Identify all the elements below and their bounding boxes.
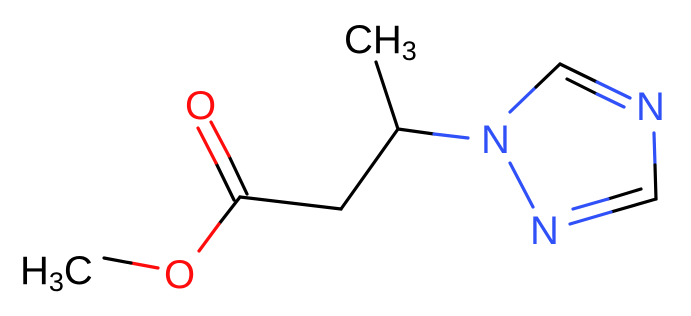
bond-c5-n4-n	[595, 80, 632, 100]
atom-label-ch3-top: CH3	[344, 18, 417, 66]
atom-label-h3c: H3C	[20, 249, 93, 297]
atom-label-o-ester: O	[164, 253, 195, 297]
atom-label-n2: N	[530, 209, 559, 253]
bond-c3-n2-inner-c	[606, 187, 643, 201]
bond-carbonyl-double-b-o	[196, 126, 218, 165]
atom-labels: CH3 O O H3C N N N	[20, 18, 665, 297]
bond-ester-o-methyl-c	[102, 256, 133, 265]
bond-c3-n2-c	[609, 197, 658, 214]
bond-methine-n1-c	[396, 127, 436, 136]
bond-methine-ch2	[339, 127, 400, 211]
bond-c3-n2-n	[568, 210, 613, 226]
atom-label-n1: N	[481, 118, 510, 162]
bond-n1-c5-c	[534, 62, 562, 89]
bond-carbonyl-ester-o-c	[217, 195, 242, 226]
bond-c5-n4-c	[558, 62, 599, 84]
bond-carbonyl-double-a-o	[209, 120, 231, 158]
bond-carbonyl-ester-o-o	[197, 222, 221, 253]
bond-n4-c3-c	[653, 163, 658, 201]
bond-methine-methyl	[374, 60, 400, 131]
bond-c5-n4-inner-c	[565, 77, 599, 96]
bond-c5-n4-inner-n	[595, 92, 626, 109]
atom-label-n4: N	[636, 85, 665, 129]
bond-ch2-carbonyl	[238, 195, 343, 211]
bond-carbonyl-double-a-c	[227, 154, 249, 196]
bond-methine-n1-n	[432, 132, 470, 140]
atom-label-o-carbonyl: O	[185, 84, 216, 128]
bond-c3-n2-inner-n	[571, 197, 610, 211]
bond-carbonyl-double-b-c	[214, 161, 236, 202]
bond-n4-c3-n	[652, 131, 657, 167]
bond-n2-n1	[508, 161, 535, 209]
bond-ester-o-methyl-o	[129, 261, 160, 270]
bond-n1-c5-n	[508, 85, 538, 114]
bonds	[102, 60, 658, 270]
